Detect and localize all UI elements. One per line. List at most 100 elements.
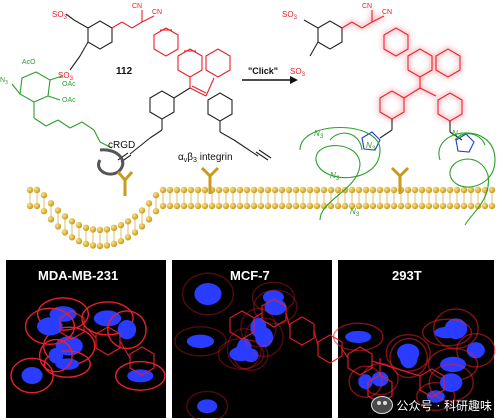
cell-nucleus bbox=[55, 358, 80, 370]
cell-nucleus bbox=[186, 334, 215, 348]
lipid-head bbox=[488, 202, 496, 210]
lipid-head bbox=[40, 191, 48, 199]
integrin-receptor-1 bbox=[200, 166, 220, 194]
acetyl-label: AcO bbox=[22, 59, 36, 66]
lipid-head bbox=[390, 202, 398, 210]
lipid-head bbox=[222, 186, 230, 194]
crgd-peptide bbox=[97, 148, 125, 176]
lipid-head bbox=[124, 218, 132, 225]
cell-membrane bbox=[26, 186, 496, 250]
cell-nucleus bbox=[264, 298, 287, 316]
lipid-head bbox=[194, 186, 202, 194]
lipid-head bbox=[110, 240, 118, 248]
lipid-head bbox=[383, 186, 391, 194]
lipid-head bbox=[103, 226, 111, 233]
cell-nucleus bbox=[49, 306, 77, 322]
lipid-head bbox=[103, 242, 111, 249]
lipid-head bbox=[243, 202, 251, 210]
lipid-head bbox=[54, 207, 62, 214]
sulfonate-label-right-bottom: SO3 bbox=[290, 67, 306, 78]
lipid-head bbox=[264, 202, 272, 210]
overlay-structure bbox=[59, 298, 445, 404]
lipid-head bbox=[313, 202, 321, 210]
lipid-head bbox=[89, 226, 97, 233]
cell-membrane-stain bbox=[181, 272, 235, 316]
lipid-head bbox=[460, 202, 468, 210]
lipid-head bbox=[341, 202, 349, 210]
clicked-molecule bbox=[303, 10, 475, 153]
lipid-head bbox=[418, 186, 426, 194]
cell-nucleus bbox=[21, 366, 43, 385]
watermark-text: 公众号 · 科研趣味 bbox=[396, 398, 492, 413]
lipid-head bbox=[439, 186, 447, 194]
lipid-head bbox=[271, 202, 279, 210]
cell-nucleus bbox=[229, 346, 253, 362]
lipid-head bbox=[306, 186, 314, 194]
lipid-head bbox=[488, 186, 496, 194]
integrin-label: αvβ3 integrin bbox=[178, 152, 233, 164]
lipid-head bbox=[131, 229, 139, 236]
lipid-head bbox=[61, 229, 69, 236]
lipid-head bbox=[453, 202, 461, 210]
azido-sugar-linker bbox=[11, 71, 113, 149]
lipid-head bbox=[467, 186, 475, 194]
sulfonate-label-right-top: SO3 bbox=[282, 10, 298, 21]
lipid-head bbox=[208, 202, 216, 210]
lipid-head bbox=[75, 237, 83, 245]
lipid-head bbox=[334, 186, 342, 194]
lipid-head bbox=[446, 186, 454, 194]
cell-membrane-stain bbox=[114, 360, 166, 391]
lipid-head bbox=[26, 202, 34, 210]
lipid-head bbox=[187, 186, 195, 194]
cell-nucleus bbox=[117, 320, 137, 340]
lipid-head bbox=[264, 186, 272, 194]
lipid-head bbox=[243, 186, 251, 194]
lipid-head bbox=[278, 202, 286, 210]
lipid-head bbox=[110, 224, 118, 232]
lipid-head bbox=[474, 186, 482, 194]
lipid-head bbox=[124, 234, 132, 241]
lipid-head bbox=[229, 202, 237, 210]
lipid-head bbox=[173, 202, 181, 210]
cell-nucleus bbox=[37, 317, 63, 336]
lipid-head bbox=[166, 202, 174, 210]
lipid-head bbox=[369, 202, 377, 210]
lipid-head bbox=[285, 186, 293, 194]
compound-number: 112 bbox=[116, 66, 133, 77]
cell-membrane-stain bbox=[174, 326, 227, 357]
lipid-head bbox=[33, 186, 41, 194]
sulfonate-label-bottom: SO3 bbox=[58, 71, 74, 82]
cell-membrane-stain bbox=[43, 350, 91, 378]
nitrile-label-right-1: CN bbox=[362, 3, 372, 10]
lipid-head bbox=[47, 216, 55, 223]
microscopy-panels: MDA-MB-231 MCF-7 293T bbox=[6, 260, 496, 420]
panel-mda-mb-231: MDA-MB-231 bbox=[6, 260, 166, 418]
lipid-head bbox=[411, 186, 419, 194]
lipid-head bbox=[278, 186, 286, 194]
lipid-head bbox=[159, 186, 167, 194]
lipid-head bbox=[474, 202, 482, 210]
lipid-head bbox=[362, 202, 370, 210]
reaction-arrow bbox=[242, 76, 298, 84]
lipid-head bbox=[334, 202, 342, 210]
lipid-head bbox=[75, 221, 83, 229]
lipid-head bbox=[467, 202, 475, 210]
cell-membrane-stain bbox=[385, 333, 431, 372]
azide-label-loop-4: N3 bbox=[350, 207, 360, 218]
panel-title-mcf-7: MCF-7 bbox=[230, 268, 270, 283]
panel-mcf-7: MCF-7 bbox=[172, 260, 332, 420]
cell-membrane-stain bbox=[107, 310, 147, 350]
lipid-head bbox=[138, 223, 146, 230]
watermark: 公众号 · 科研趣味 bbox=[370, 396, 492, 414]
lipid-head bbox=[292, 202, 300, 210]
nitrile-label-right-2: CN bbox=[382, 9, 392, 16]
cell-membrane-stain bbox=[186, 390, 229, 420]
cell-membrane-stain bbox=[10, 357, 54, 394]
lipid-head bbox=[61, 213, 69, 220]
lipid-head bbox=[432, 202, 440, 210]
lipid-head bbox=[383, 202, 391, 210]
panel-293t: 293T bbox=[332, 260, 496, 418]
lipid-head bbox=[215, 186, 223, 194]
azide-label-loop-5: N3 bbox=[452, 129, 462, 140]
lipid-head bbox=[411, 202, 419, 210]
